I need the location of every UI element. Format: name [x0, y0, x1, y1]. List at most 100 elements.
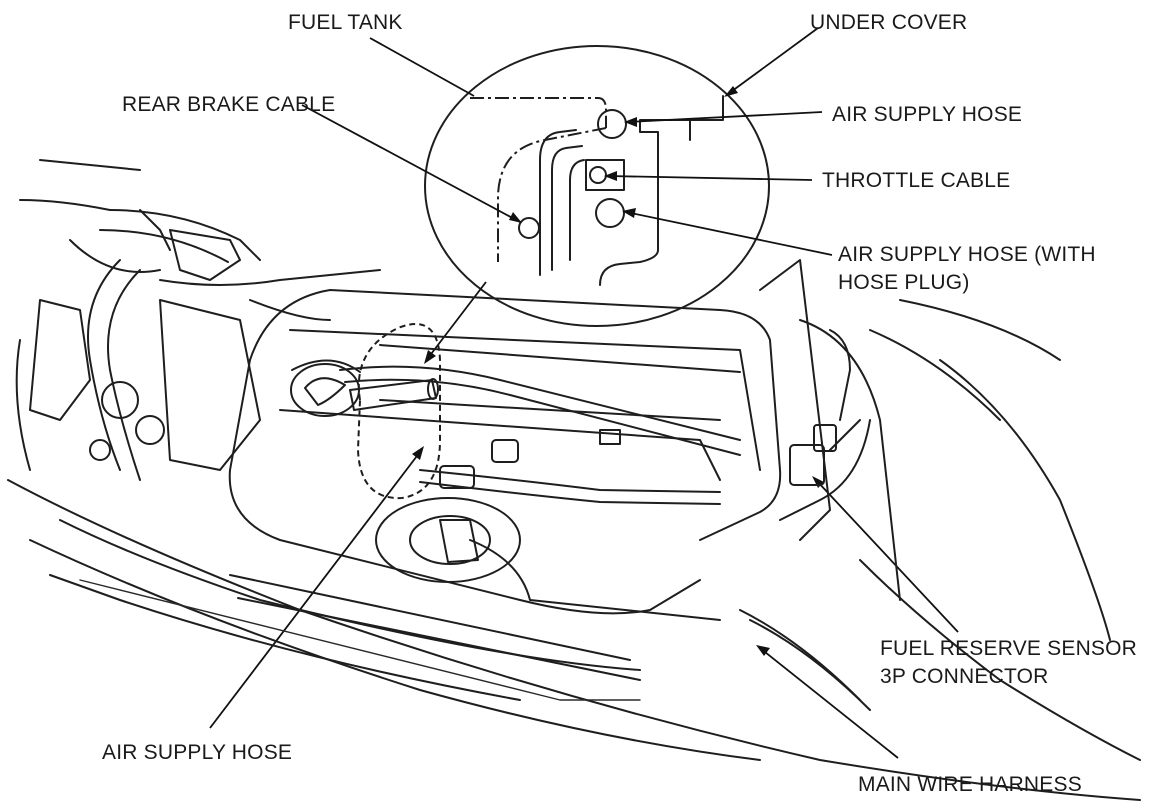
label-air-supply-hose-bottom: AIR SUPPLY HOSE [102, 741, 293, 764]
body-right-arc [869, 329, 1001, 421]
left-fitting-2 [135, 415, 165, 445]
rear-brake-cable-section [518, 217, 540, 239]
fuel-pump-inner [409, 515, 491, 565]
body-edge-lower [7, 479, 1141, 801]
air-supply-hose-section [597, 109, 627, 139]
label-main-wire-harness: MAIN WIRE HARNESS [858, 773, 1082, 796]
fuel-tank-assembly [7, 159, 1141, 801]
harness-cable [829, 329, 851, 421]
air-supply-hose-cylinder [349, 379, 437, 411]
fuel-pump-hub [439, 519, 479, 563]
inner-wall-2 [551, 145, 583, 271]
left-fitting-3 [89, 439, 111, 461]
leader-main-wire-harness [759, 647, 899, 759]
cable-run-3 [419, 469, 721, 493]
left-bracket [139, 209, 171, 251]
fuel-tank-section-line [470, 97, 607, 262]
filler-cap [290, 363, 360, 417]
body-edge-mid [29, 539, 761, 761]
left-tube-1 [109, 209, 261, 261]
inner-wall-1 [539, 129, 577, 276]
clip-3 [599, 429, 621, 445]
left-edge-hose [15, 339, 31, 471]
connector-clip-2 [491, 439, 519, 463]
leader-air-supply-hose-plug [625, 211, 833, 256]
tank-top-outline [249, 289, 782, 541]
arrow-air-supply-hose-plug [622, 208, 636, 218]
wire-harness-sweep-2 [749, 619, 871, 711]
leader-detail-to-assembly [427, 281, 487, 359]
left-top-line-2 [39, 159, 141, 171]
left-to-tank-line-2 [249, 299, 331, 321]
leader-throttle-cable [607, 175, 813, 181]
frame-right-2 [799, 319, 901, 601]
leader-fuel-reserve-sensor [815, 479, 959, 633]
connector-wire [829, 419, 861, 451]
tank-top-ridge [289, 329, 761, 471]
detail-circle [424, 45, 770, 327]
frame-right-3 [779, 419, 871, 521]
arrow-rear-brake-cable [509, 212, 522, 223]
tray-front-edge [237, 597, 641, 681]
label-fuel-reserve-sensor-2: 3P CONNECTOR [880, 665, 1049, 688]
fuel-pump-flange [375, 497, 521, 583]
frame-right-1 [759, 259, 831, 541]
left-tube-2 [99, 229, 229, 263]
arrow-detail-to-assembly [424, 350, 436, 364]
leader-air-supply-hose-bottom [209, 451, 421, 729]
left-filter [29, 299, 91, 421]
left-hose-2 [107, 269, 141, 481]
filler-cap-inner [304, 377, 346, 406]
left-motor-housing [159, 299, 261, 471]
arrow-main-wire-harness [756, 645, 770, 656]
cable-run-4 [419, 481, 721, 505]
arrow-throttle-cable [604, 171, 617, 181]
label-fuel-reserve-sensor-1: FUEL RESERVE SENSOR [880, 637, 1138, 660]
leader-rear-brake-cable [301, 104, 521, 223]
left-to-tank-line [159, 269, 381, 286]
leader-lines [209, 27, 959, 759]
left-top-hose [69, 239, 161, 273]
label-air-supply-hose-top: AIR SUPPLY HOSE [832, 103, 1023, 126]
inner-wall-3 [569, 159, 585, 261]
left-clamp [169, 229, 241, 281]
label-rear-brake-cable: REAR BRAKE CABLE [122, 93, 336, 116]
fuel-reserve-connector [789, 444, 825, 486]
hose-end [427, 378, 439, 400]
arrow-air-supply-hose-bottom [412, 446, 424, 460]
tank-top-line-2 [379, 399, 721, 421]
throttle-cable-section [589, 166, 607, 184]
left-top-line [19, 199, 111, 211]
air-supply-hose-plug-section [595, 198, 625, 228]
tank-lower-outline [228, 359, 701, 615]
arrow-air-supply-hose-top [624, 117, 637, 127]
connector-plug [813, 424, 837, 452]
body-right-arc-2 [899, 299, 1061, 361]
label-under-cover: UNDER COVER [810, 11, 968, 34]
left-hose-1 [87, 259, 121, 471]
arrow-under-cover [724, 86, 738, 97]
body-right-sweep [859, 559, 1141, 761]
label-air-supply-hose-plug-1: AIR SUPPLY HOSE (WITH [838, 243, 1096, 266]
tank-mid-ridge [279, 409, 721, 481]
label-fuel-tank: FUEL TANK [288, 11, 403, 34]
connector-clip-1 [439, 465, 475, 489]
label-air-supply-hose-plug-2: HOSE PLUG) [838, 271, 970, 294]
body-right-arc-3 [939, 359, 1111, 641]
leader-air-supply-hose-top [627, 111, 823, 123]
detail-inset [424, 45, 770, 327]
cable-run-2 [344, 378, 741, 456]
pump-hose [469, 539, 721, 621]
under-cover-section [599, 95, 724, 286]
tray-front-edge-2 [229, 574, 631, 661]
throttle-box [585, 159, 625, 191]
leader-under-cover [727, 27, 819, 95]
highlight-dashed-ellipse [356, 323, 441, 500]
leader-fuel-tank [369, 37, 475, 97]
left-fitting-1 [101, 381, 139, 419]
label-throttle-cable: THROTTLE CABLE [822, 169, 1011, 192]
bumper-trim [79, 579, 641, 701]
bumper-line [49, 574, 521, 701]
